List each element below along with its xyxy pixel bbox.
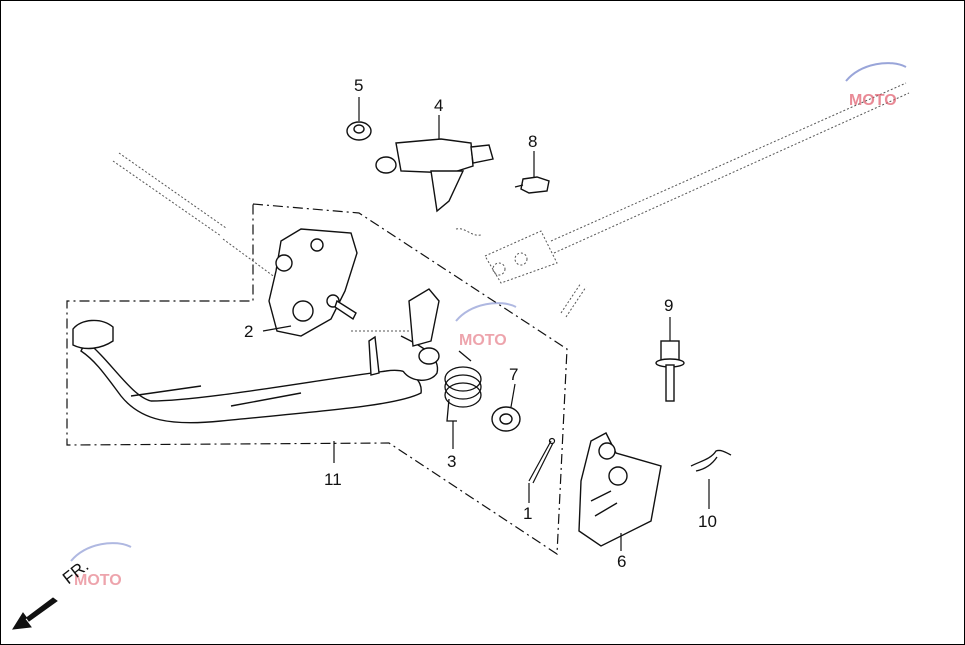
svg-text:MOTO: MOTO xyxy=(459,332,507,349)
grommet xyxy=(346,121,372,141)
callout-7: 7 xyxy=(509,365,519,384)
callout-10: 10 xyxy=(698,512,717,531)
svg-text:MOTO: MOTO xyxy=(74,572,122,589)
assembly-boundary xyxy=(66,203,568,556)
brake-rod-ghost xyxy=(112,82,910,332)
washer xyxy=(491,406,521,432)
callout-8: 8 xyxy=(528,132,538,151)
moto-watermark-icon: MOTO xyxy=(845,62,907,109)
callout-2: 2 xyxy=(244,322,254,341)
callout-3: 3 xyxy=(447,452,457,471)
moto-watermark-icon: MOTO xyxy=(455,302,517,349)
moto-watermark-icon: MOTO xyxy=(70,542,132,589)
callout-5: 5 xyxy=(354,76,364,95)
spring-clip xyxy=(690,449,732,472)
mount-bracket xyxy=(578,432,662,547)
callout-6: 6 xyxy=(617,552,627,571)
callout-11: 11 xyxy=(324,470,342,489)
callout-1: 1 xyxy=(523,504,533,523)
callout-4: 4 xyxy=(434,96,444,115)
return-spring xyxy=(444,350,482,422)
callout-9: 9 xyxy=(664,296,674,315)
cotter-pin xyxy=(528,437,556,484)
brake-pedal xyxy=(72,288,440,424)
leader-lines xyxy=(262,97,710,551)
pedal-bracket xyxy=(268,228,358,337)
front-direction-arrow-icon xyxy=(12,597,58,630)
brake-switch xyxy=(375,138,494,213)
svg-text:MOTO: MOTO xyxy=(849,92,897,109)
small-bolt xyxy=(514,176,550,194)
flange-bolt xyxy=(655,340,685,402)
